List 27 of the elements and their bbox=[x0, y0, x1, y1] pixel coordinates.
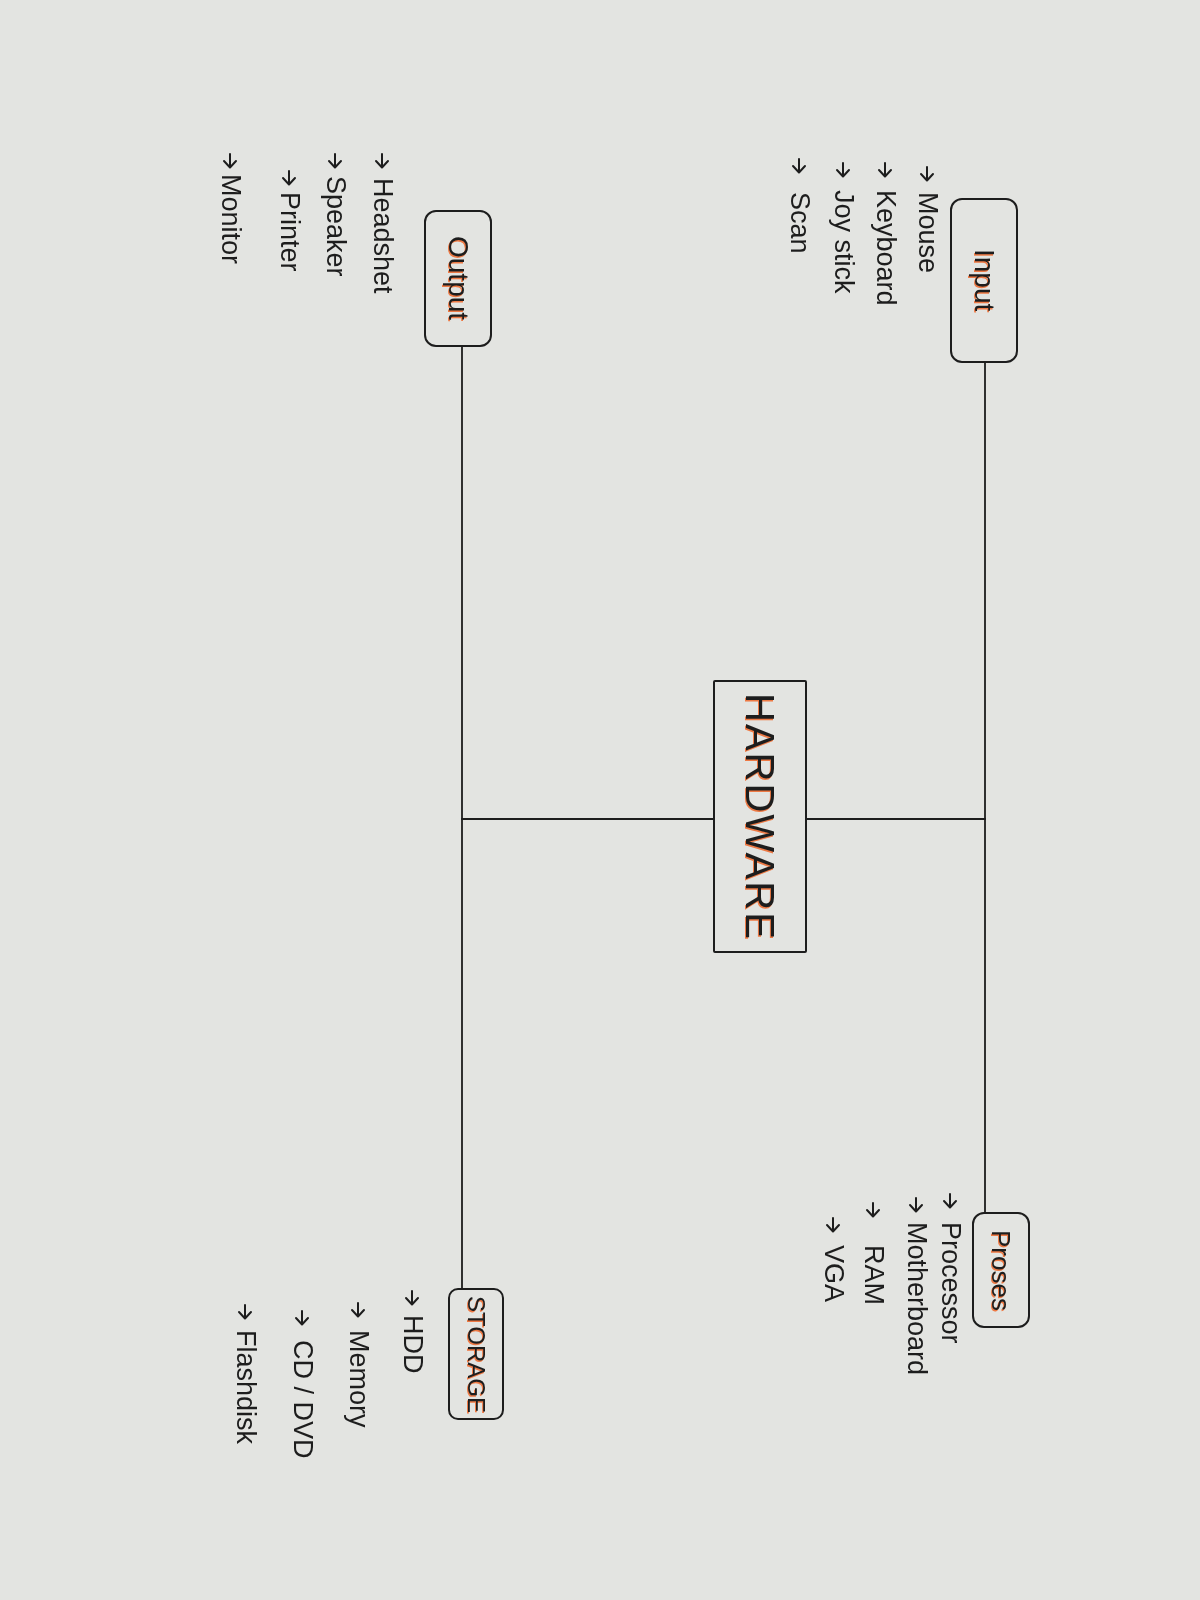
list-item: HDD bbox=[397, 1315, 427, 1374]
list-item: Headshet bbox=[367, 178, 397, 294]
list-item: Printer bbox=[274, 192, 304, 272]
list-item: Flashdisk bbox=[230, 1330, 260, 1445]
list-item: RAM bbox=[858, 1245, 888, 1305]
list-item: Processor bbox=[935, 1222, 965, 1344]
category-box bbox=[972, 1212, 1030, 1328]
list-item: Motherboard bbox=[901, 1222, 931, 1376]
box-label: HARDWARE bbox=[738, 692, 782, 941]
box-label: Output bbox=[442, 236, 474, 321]
list-item: Monitor bbox=[215, 174, 245, 265]
list-item: CD / DVD bbox=[287, 1340, 317, 1459]
list-item: VGA bbox=[818, 1245, 848, 1303]
list-item: Scan bbox=[784, 192, 814, 254]
box-label: STORAGE bbox=[462, 1295, 490, 1413]
category-box bbox=[950, 198, 1018, 363]
list-item: Memory bbox=[343, 1330, 373, 1428]
list-item: Speaker bbox=[320, 176, 350, 277]
connector-line bbox=[806, 818, 986, 1213]
list-item: Joy stick bbox=[828, 190, 858, 294]
box-label: Input bbox=[968, 249, 1000, 312]
list-item: Mouse bbox=[912, 192, 942, 274]
root-box bbox=[713, 680, 807, 953]
box-label: Proses bbox=[986, 1229, 1016, 1311]
category-box bbox=[448, 1288, 504, 1420]
category-box bbox=[424, 210, 492, 347]
list-item: Keyboard bbox=[870, 190, 900, 306]
